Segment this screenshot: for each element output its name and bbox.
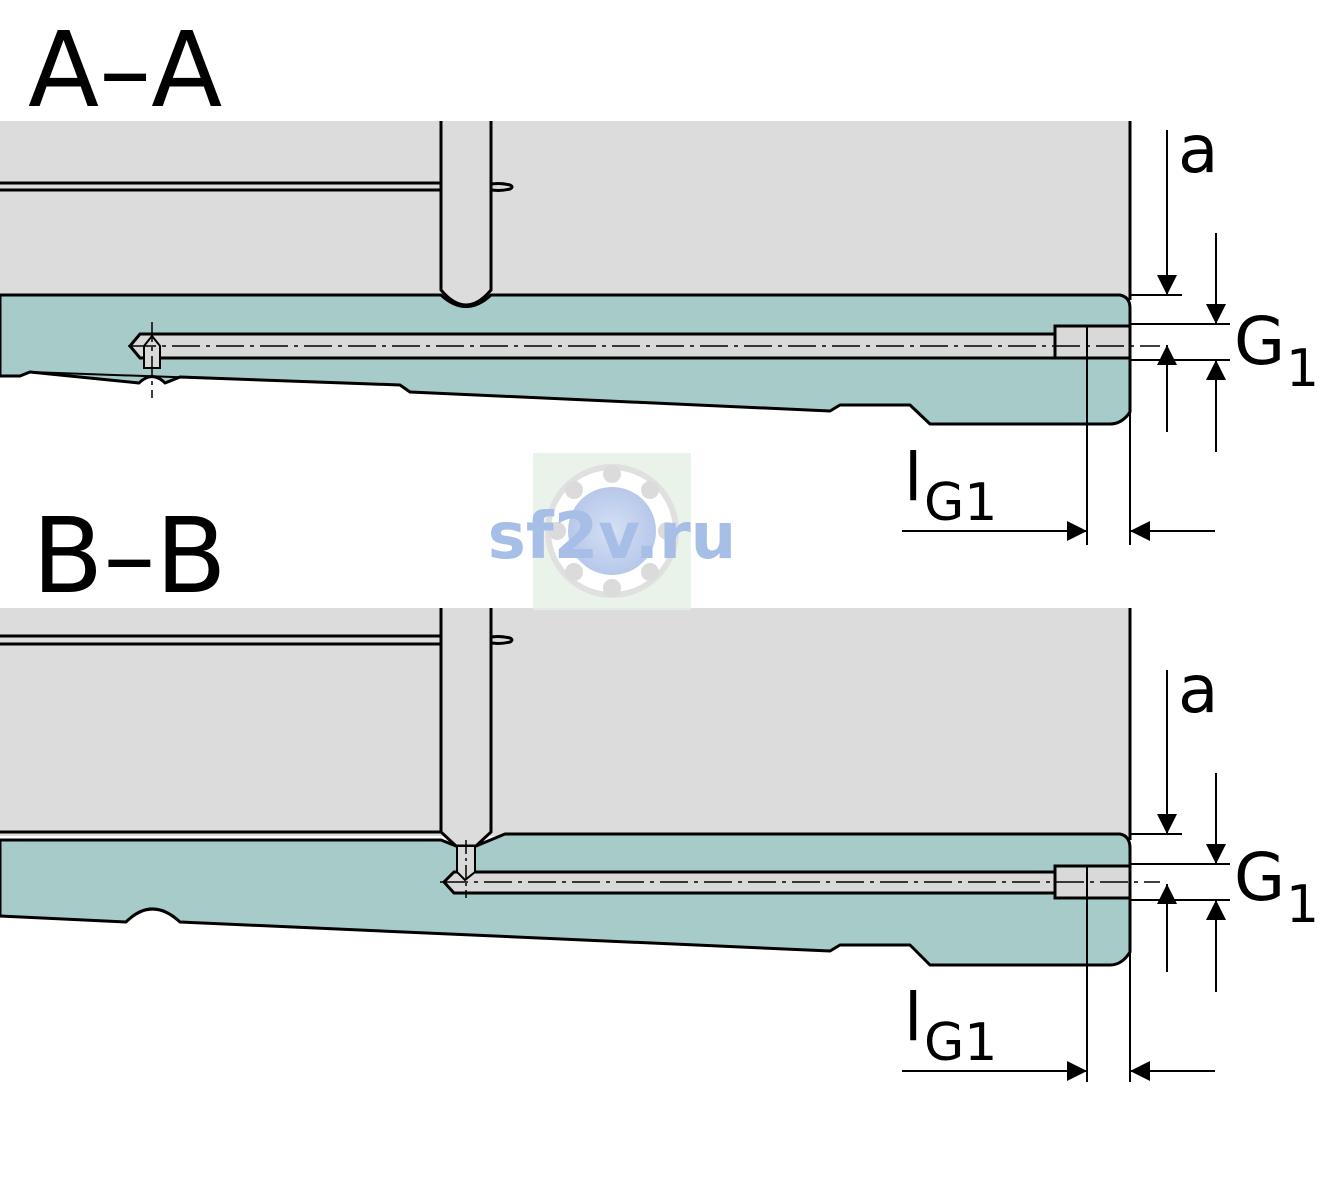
thread-bore-a — [1053, 324, 1132, 360]
dim-a-label-b: a — [1178, 651, 1218, 728]
dim-lg1-label-b: l — [904, 979, 922, 1056]
dim-lg1-sub-b: G1 — [924, 1013, 997, 1073]
section-b-b-title: B–B — [32, 495, 227, 617]
dim-lg1-label-a: l — [904, 439, 922, 516]
dimension-lines-b — [902, 670, 1230, 1082]
section-a-a-title: A–A — [28, 9, 222, 131]
section-b-b: B–B — [0, 495, 1319, 1082]
bearing-icon — [545, 464, 679, 598]
rail-b — [0, 832, 1132, 967]
watermark: sf2v.ru — [488, 453, 736, 610]
watermark-text: sf2v.ru — [488, 500, 736, 574]
section-a-a: A–A — [0, 9, 1319, 545]
vertical-slot-b — [439, 608, 493, 848]
cross-bore-b — [456, 845, 476, 882]
dim-a-label-a: a — [1178, 111, 1218, 188]
housing-a — [0, 121, 1130, 297]
dim-g1-label-b: G — [1234, 839, 1285, 916]
dim-g1-sub-b: 1 — [1286, 875, 1319, 935]
relief-line-a — [29, 371, 401, 386]
cross-bore-a — [143, 334, 161, 369]
vertical-slot-a — [439, 121, 493, 307]
housing-b — [0, 608, 1130, 836]
dim-g1-label-a: G — [1234, 303, 1285, 380]
dimension-lines-a — [902, 130, 1230, 545]
dim-lg1-sub-a: G1 — [924, 473, 997, 533]
dim-g1-sub-a: 1 — [1286, 339, 1319, 399]
